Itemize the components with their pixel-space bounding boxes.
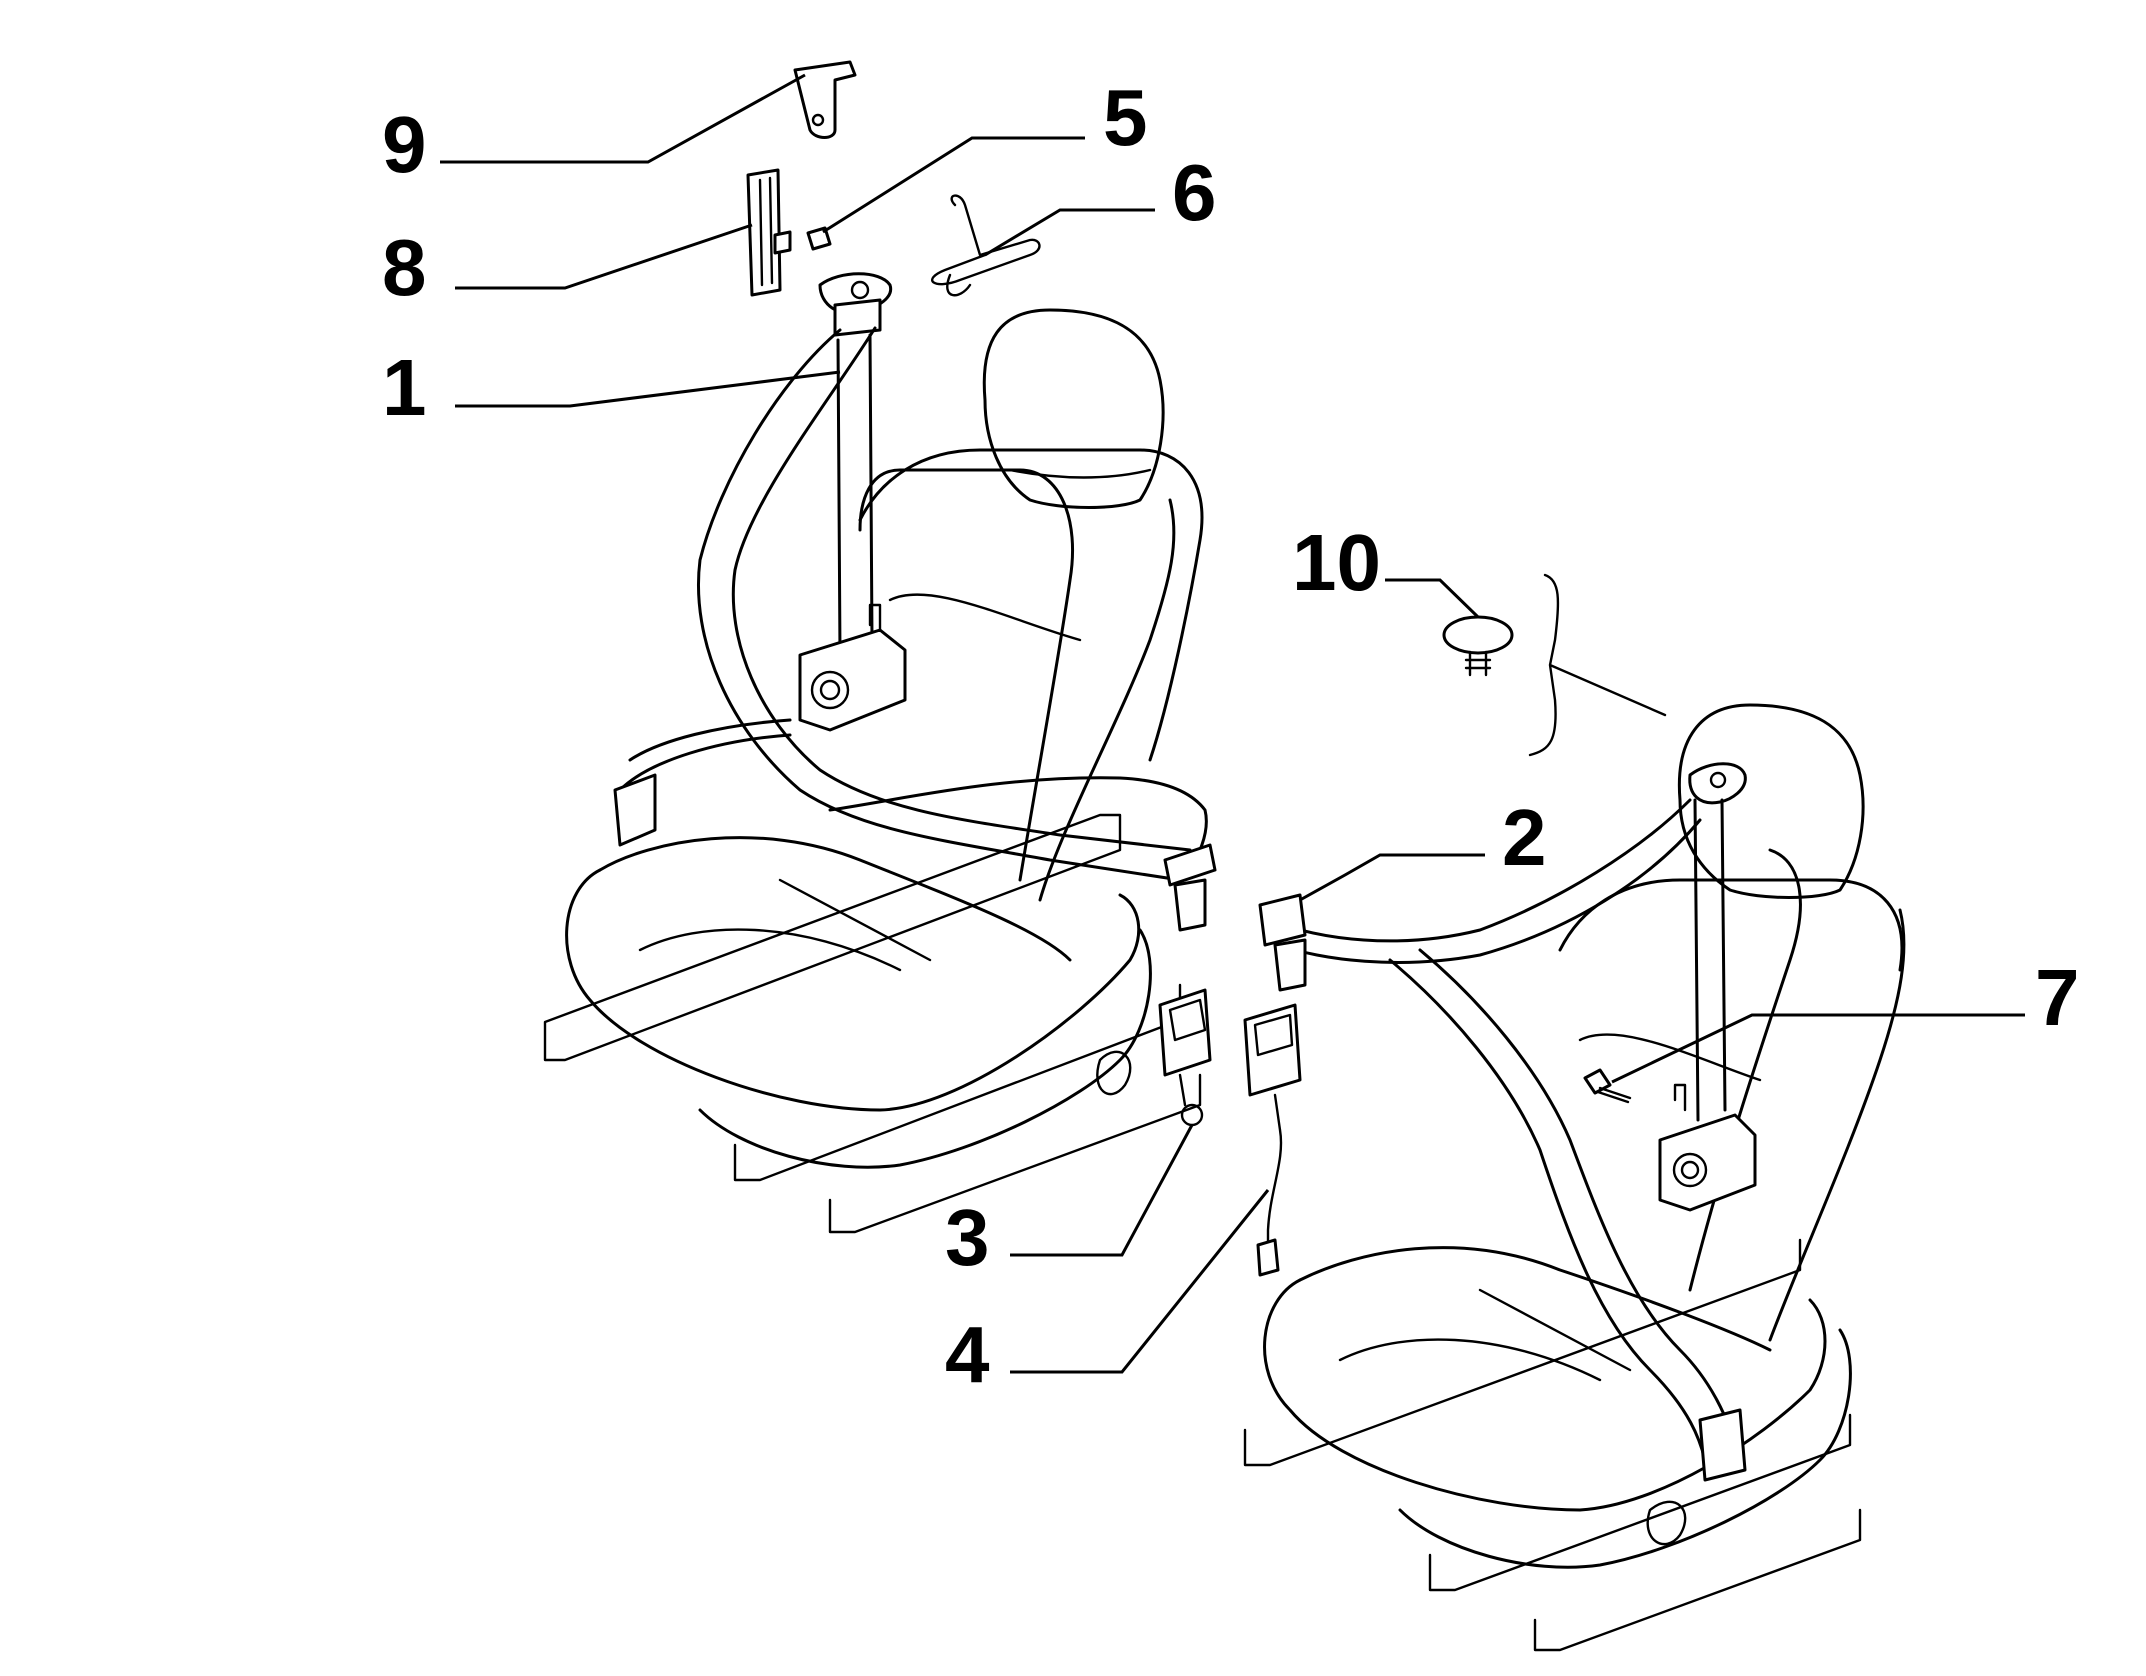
callout-3: 3 bbox=[945, 1193, 990, 1282]
callout-8: 8 bbox=[382, 223, 427, 312]
leader-1 bbox=[455, 370, 841, 408]
leader-4 bbox=[1010, 1189, 1270, 1374]
height-adjuster-rail bbox=[746, 168, 792, 297]
leader-3 bbox=[1010, 1124, 1194, 1257]
buckle-right-with-wire bbox=[1243, 1003, 1302, 1277]
callout-10: 10 bbox=[1292, 518, 1381, 607]
callout-2: 2 bbox=[1502, 793, 1547, 882]
small-clip bbox=[806, 226, 832, 251]
upper-bracket bbox=[793, 60, 857, 139]
anchor-bolt bbox=[1583, 1068, 1632, 1104]
shoulder-belt-right bbox=[1258, 762, 1757, 1482]
shoulder-belt-left bbox=[613, 272, 1217, 932]
callout-5: 5 bbox=[1103, 73, 1148, 162]
push-button-cap bbox=[1442, 615, 1514, 677]
leader-10 bbox=[1385, 578, 1480, 619]
leader-2 bbox=[1299, 853, 1485, 902]
callout-1: 1 bbox=[382, 343, 427, 432]
leader-5 bbox=[822, 136, 1085, 234]
buckle-left bbox=[1158, 988, 1212, 1127]
leader-8 bbox=[455, 223, 753, 290]
leader-6 bbox=[984, 208, 1155, 257]
right-seat bbox=[1243, 703, 1906, 1652]
callout-9: 9 bbox=[382, 100, 427, 189]
callout-6: 6 bbox=[1172, 148, 1217, 237]
leader-9 bbox=[440, 73, 806, 164]
callout-7: 7 bbox=[2035, 953, 2080, 1042]
leader-7 bbox=[1611, 1013, 2025, 1084]
callout-4: 4 bbox=[945, 1310, 990, 1399]
cutaway-brace bbox=[1528, 573, 1667, 757]
spring-clip bbox=[931, 194, 1041, 297]
